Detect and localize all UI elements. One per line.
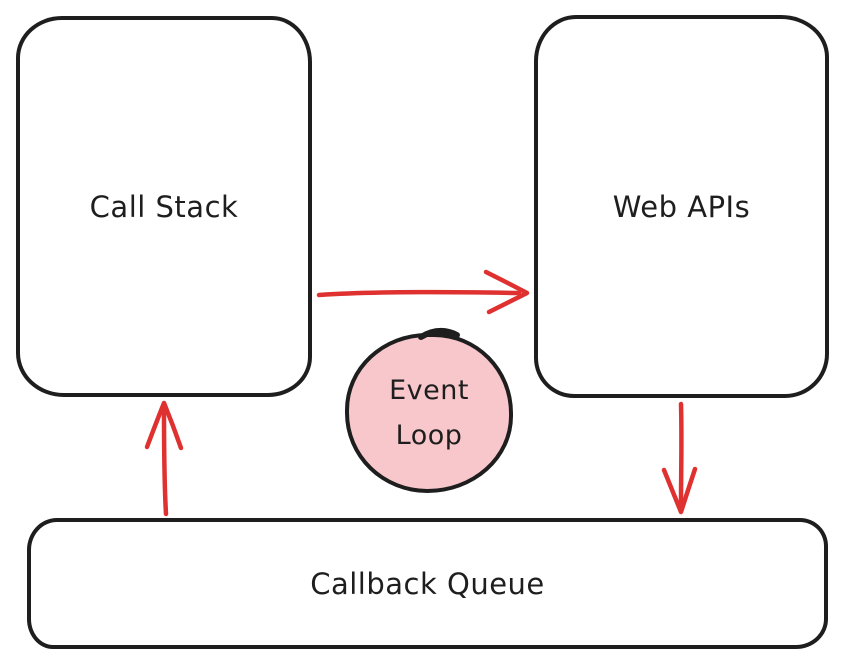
callback-queue-label: Callback Queue [310, 566, 545, 601]
arrow-callback-queue-to-call-stack [144, 400, 184, 517]
event-loop-label-line1: Event [389, 375, 469, 406]
node-call-stack: Call Stack [16, 16, 312, 397]
event-loop-label-line2: Loop [395, 420, 463, 451]
arrow-web-apis-to-callback-queue [661, 401, 698, 515]
node-web-apis: Web APIs [534, 15, 829, 398]
call-stack-label: Call Stack [89, 189, 239, 224]
arrow-call-stack-to-web-apis [316, 269, 530, 315]
node-callback-queue: Callback Queue [27, 518, 828, 649]
web-apis-label: Web APIs [612, 189, 751, 224]
node-event-loop: Event Loop [345, 333, 513, 493]
